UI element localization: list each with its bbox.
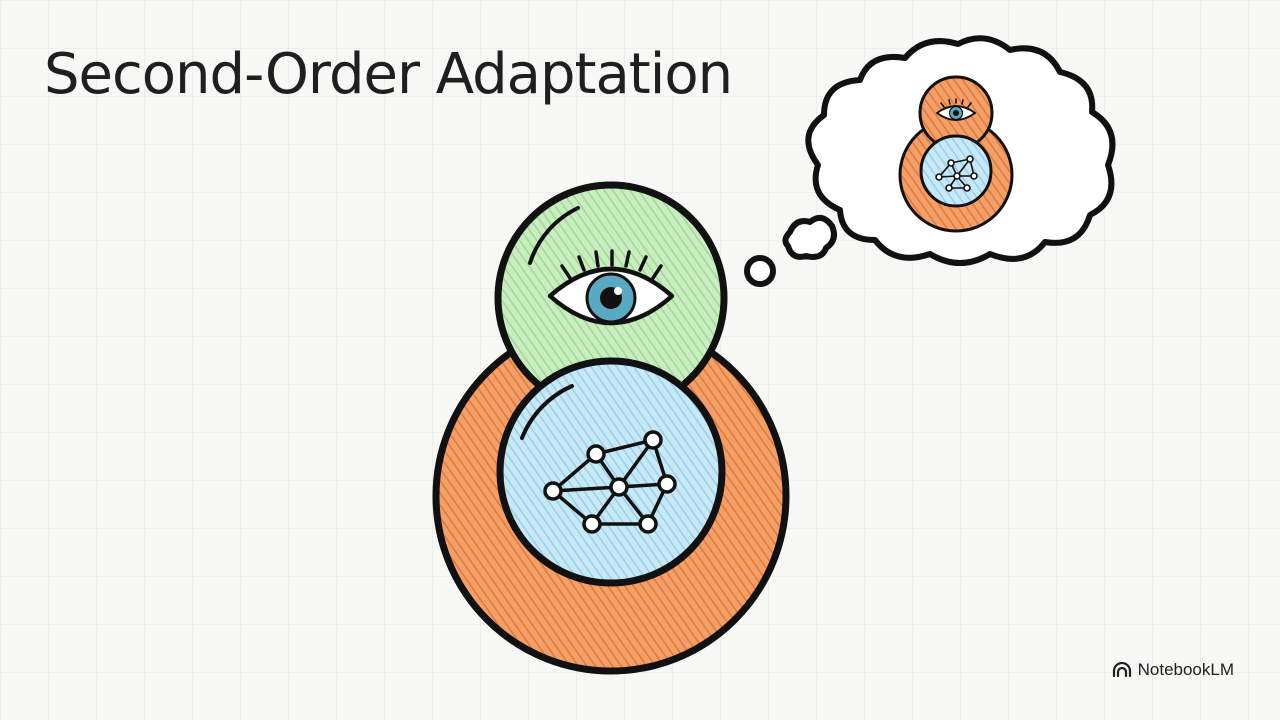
eye-icon <box>547 249 675 326</box>
mini-figure <box>898 75 1014 233</box>
mini-eye-icon <box>936 98 976 121</box>
thought-bubble <box>744 35 1116 287</box>
blue-highlight-arc <box>520 384 574 440</box>
notebooklm-brand: NotebookLM <box>1112 660 1234 680</box>
notebooklm-logo-icon <box>1112 662 1131 678</box>
main-figure <box>432 181 790 675</box>
slide-title: Second-Order Adaptation <box>44 42 733 107</box>
thought-dot-large <box>782 214 837 260</box>
system-blue-circle <box>496 357 726 587</box>
thought-dot-small <box>744 255 776 287</box>
mini-network-graph-icon <box>935 155 978 192</box>
mini-blue-circle <box>919 134 993 208</box>
green-highlight-arc <box>528 206 580 265</box>
brand-label: NotebookLM <box>1137 660 1234 679</box>
network-graph-icon <box>543 430 677 534</box>
